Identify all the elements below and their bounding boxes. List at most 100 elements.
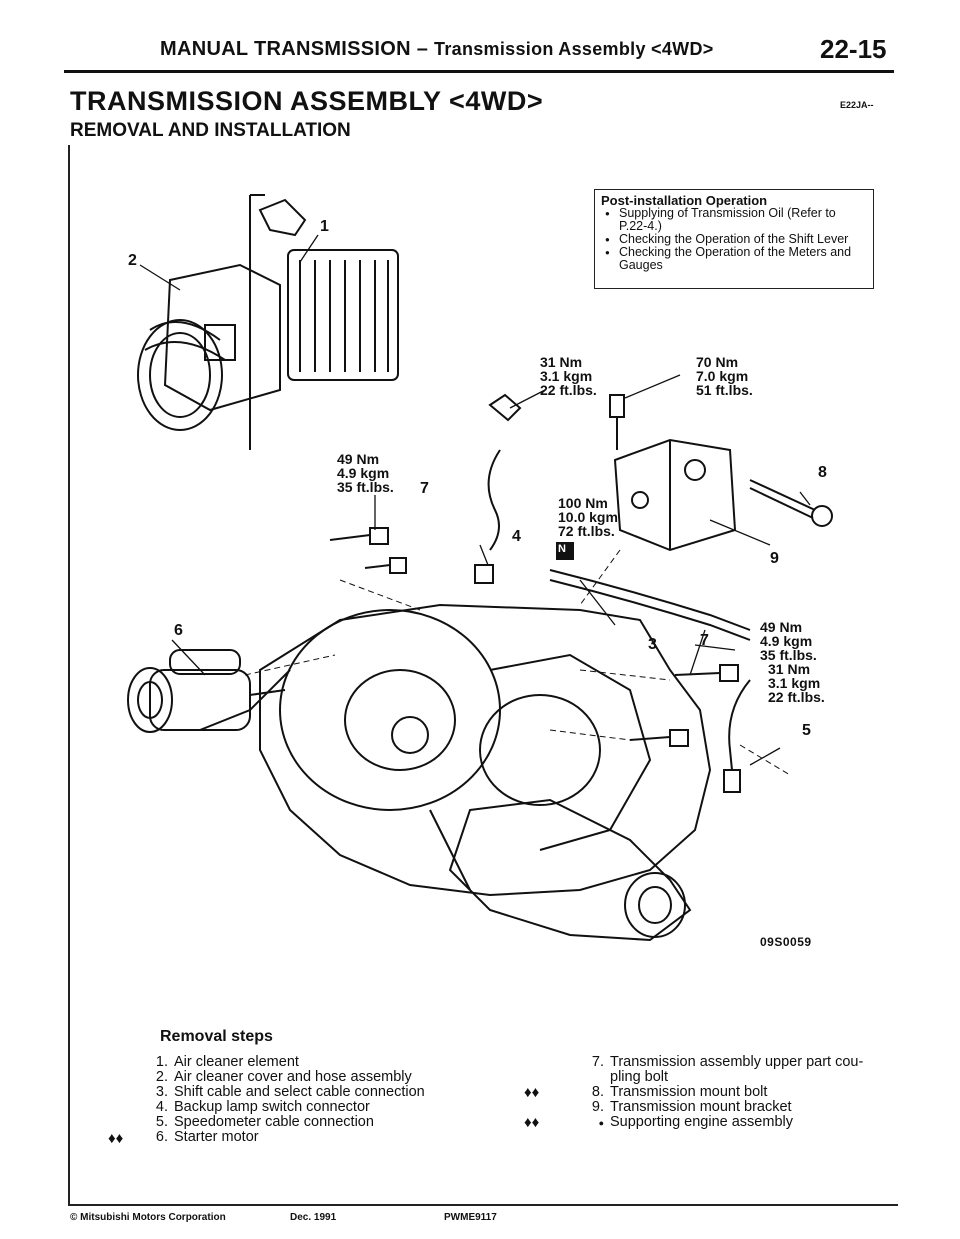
page-number: 22-15 [820,34,887,64]
step-text: Supporting engine assembly [610,1114,793,1130]
step-text: Air cleaner cover and hose assembly [174,1069,412,1085]
header-rule [64,70,894,73]
callout-5: 5 [802,722,811,739]
list-item: 4. Backup lamp switch connector [146,1100,425,1115]
torque-kgm: 4.9 kgm [337,465,390,481]
step-number: 3. [155,1084,168,1100]
list-item: 8. Transmission mount bolt [582,1085,863,1100]
service-point-marker: ♦♦ [108,1130,124,1147]
list-item: 7. Transmission assembly upper part cou- [582,1055,863,1070]
section-subtitle: REMOVAL AND INSTALLATION [70,120,351,141]
callout-4: 4 [512,528,521,545]
service-point-marker: ♦♦ [524,1084,540,1101]
torque-kgm: 3.1 kgm [540,368,593,384]
neutral-mark: N [558,543,566,555]
removal-steps-title: Removal steps [160,1028,273,1045]
starter-motor-illustration [127,649,286,733]
callout-3: 3 [648,636,657,653]
post-installation-item: Supplying of Transmission Oil (Refer to … [601,207,867,233]
mount-bracket-illustration [613,438,737,552]
air-cleaner-cover-illustration [137,263,281,431]
torque-spec-49nm-lower: 49 Nm 4.9 kgm 35 ft.lbs. [760,620,817,662]
section-code: E22JA-- [840,100,874,110]
step-number: 2. [155,1069,168,1085]
torque-ftlbs: 51 ft.lbs. [696,382,753,398]
step-text: Transmission assembly upper part cou- [610,1054,864,1070]
torque-spec-31nm: 31 Nm 3.1 kgm 22 ft.lbs. [540,355,597,397]
footer-date: Dec. 1991 [290,1212,337,1223]
step-text: Transmission mount bracket [610,1099,792,1115]
step-number: 8. [591,1084,604,1100]
exploded-diagram [127,194,833,942]
torque-spec-49nm-upper: 49 Nm 4.9 kgm 35 ft.lbs. [337,452,394,494]
torque-spec-70nm: 70 Nm 7.0 kgm 51 ft.lbs. [696,355,753,397]
step-number: 4. [155,1099,168,1115]
removal-steps-right: 7.Transmission assembly upper part cou- … [582,1055,863,1131]
torque-kgm: 10.0 kgm [558,509,618,525]
torque-ftlbs: 22 ft.lbs. [540,382,597,398]
list-item: 2. Air cleaner cover and hose assembly [146,1070,425,1085]
torque-ftlbs: 22 ft.lbs. [768,689,825,705]
list-item: 9. Transmission mount bracket [582,1100,863,1115]
list-item: pling bolt [582,1070,863,1085]
footer-rule [68,1204,898,1206]
callout-6: 6 [174,622,183,639]
list-item: 1. Air cleaner element [146,1055,425,1070]
torque-nm: 70 Nm [696,354,739,370]
step-text: Starter motor [174,1129,259,1145]
footer-copyright: © Mitsubishi Motors Corporation [70,1212,226,1223]
step-text: Shift cable and select cable connection [174,1084,425,1100]
step-text: Transmission mount bolt [610,1084,768,1100]
torque-ftlbs: 35 ft.lbs. [337,479,394,495]
left-margin-rule [68,145,70,1205]
step-text: Air cleaner element [174,1054,299,1070]
torque-spec-31nm-lower: 31 Nm 3.1 kgm 22 ft.lbs. [768,662,825,704]
header-title-main: MANUAL TRANSMISSION [160,38,411,60]
torque-nm: 100 Nm [558,495,608,511]
transmission-body-illustration [199,603,712,897]
header-title-sub: Transmission Assembly <4WD> [434,39,714,59]
callout-1: 1 [320,218,329,235]
torque-kgm: 7.0 kgm [696,368,749,384]
torque-ftlbs: 35 ft.lbs. [760,647,817,663]
torque-nm: 31 Nm [540,354,583,370]
step-number: 1. [155,1054,168,1070]
torque-nm: 31 Nm [768,661,811,677]
running-header: MANUAL TRANSMISSION – Transmission Assem… [160,38,714,61]
post-installation-title: Post-installation Operation [601,193,768,208]
step-number: 6. [155,1129,168,1145]
step-number: 9. [591,1099,604,1115]
step-text: pling bolt [610,1069,669,1085]
removal-steps-left: 1. Air cleaner element 2. Air cleaner cove… [146,1055,425,1145]
service-point-marker: ♦♦ [524,1114,540,1131]
step-number: 5. [155,1114,168,1130]
air-cleaner-element-illustration [287,249,399,381]
section-title: TRANSMISSION ASSEMBLY <4WD> [70,86,544,116]
torque-nm: 49 Nm [337,451,380,467]
list-item: 5. Speedometer cable connection [146,1115,425,1130]
list-item: 3. Shift cable and select cable connectio… [146,1085,425,1100]
torque-kgm: 4.9 kgm [760,633,813,649]
torque-kgm: 3.1 kgm [768,675,821,691]
list-item: 6. Starter motor [146,1130,425,1145]
figure-code: 09S0059 [760,935,812,949]
torque-ftlbs: 72 ft.lbs. [558,523,615,539]
callout-8: 8 [818,464,827,481]
callout-7-upper: 7 [420,480,429,497]
step-number: 7. [591,1054,604,1070]
torque-spec-100nm: 100 Nm 10.0 kgm 72 ft.lbs. [558,496,618,538]
header-title-separator: – [410,38,435,60]
footer-code: PWME9117 [444,1212,497,1223]
callout-9: 9 [770,550,779,567]
torque-nm: 49 Nm [760,619,803,635]
step-bullet: ● [598,1118,604,1128]
list-item: ● Supporting engine assembly [582,1115,863,1131]
post-installation-item: Checking the Operation of the Meters and… [601,246,867,272]
step-text: Speedometer cable connection [174,1114,374,1130]
step-text: Backup lamp switch connector [174,1099,370,1115]
post-installation-box: Post-installation Operation Supplying of… [594,189,874,289]
callout-2: 2 [128,252,137,269]
transfer-case-illustration [448,798,692,942]
post-installation-item: Checking the Operation of the Shift Leve… [601,233,867,247]
callout-7-lower: 7 [700,632,709,649]
